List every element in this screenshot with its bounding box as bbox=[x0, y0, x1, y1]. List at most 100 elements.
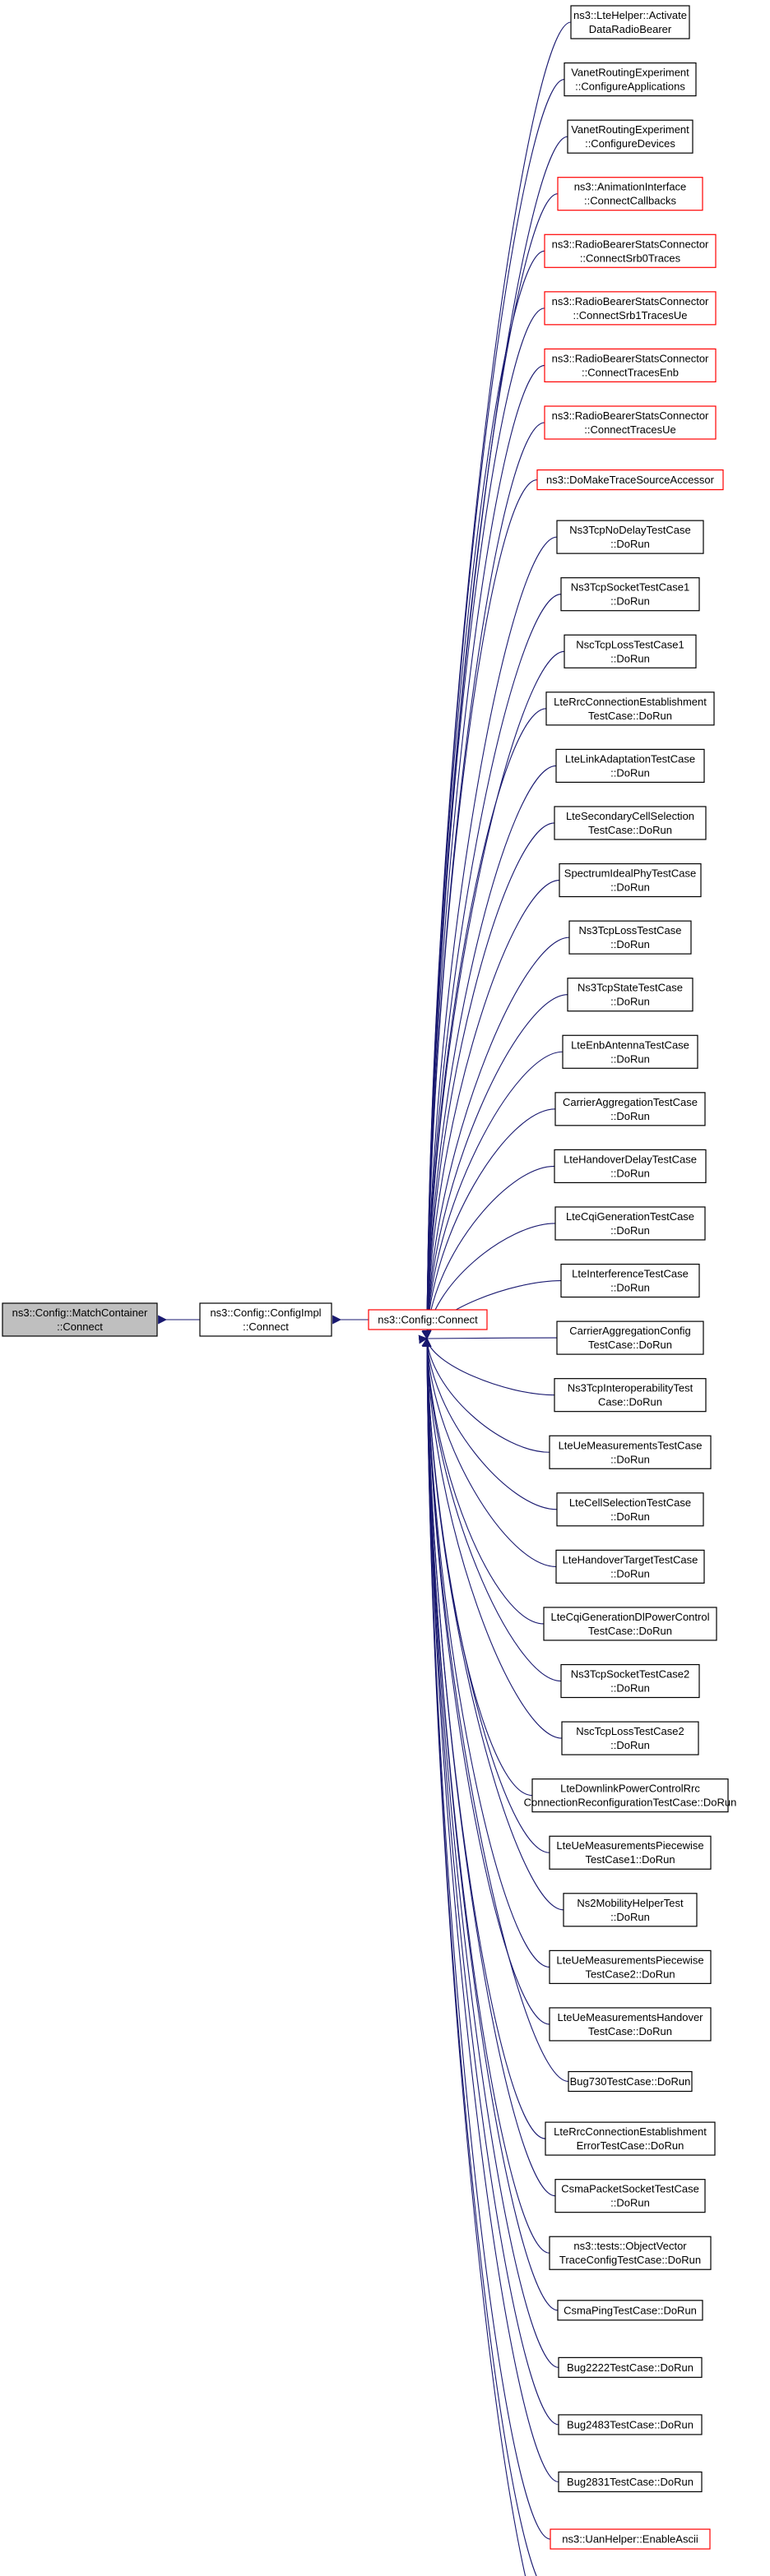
graph-node-c02[interactable]: VanetRoutingExperiment::ConfigureApplica… bbox=[564, 62, 697, 97]
node-label-line: TestCase::DoRun bbox=[588, 710, 672, 722]
node-label-line: SpectrumIdealPhyTestCase bbox=[564, 867, 696, 880]
graph-node-c35[interactable]: LteUeMeasurementsPiecewiseTestCase2::DoR… bbox=[549, 1949, 712, 1984]
node-label-line: LteLinkAdaptationTestCase bbox=[565, 752, 695, 765]
node-box bbox=[544, 405, 717, 440]
call-edge bbox=[422, 1330, 559, 2311]
node-box bbox=[549, 1949, 712, 1984]
graph-node-hub[interactable]: ns3::Config::Connect bbox=[368, 1309, 488, 1330]
call-edge bbox=[422, 1330, 556, 2197]
graph-node-c18[interactable]: Ns3TcpStateTestCase::DoRun bbox=[567, 978, 693, 1012]
graph-node-c42[interactable]: Bug2222TestCase::DoRun bbox=[558, 2356, 703, 2378]
node-box bbox=[558, 2414, 703, 2435]
graph-node-mid[interactable]: ns3::Config::ConfigImpl::Connect bbox=[199, 1302, 332, 1337]
graph-node-c38[interactable]: LteRrcConnectionEstablishmentErrorTestCa… bbox=[545, 2121, 716, 2156]
node-label-line: ::DoRun bbox=[610, 766, 650, 779]
graph-node-c19[interactable]: LteEnbAntennaTestCase::DoRun bbox=[562, 1034, 698, 1069]
graph-node-c43[interactable]: Bug2483TestCase::DoRun bbox=[558, 2414, 703, 2435]
call-edge bbox=[422, 822, 555, 1347]
node-label-line: ::DoRun bbox=[610, 881, 650, 894]
node-label-line: ::DoRun bbox=[610, 1682, 650, 1695]
node-label-line: CsmaPingTestCase::DoRun bbox=[564, 2304, 697, 2316]
graph-node-c12[interactable]: NscTcpLossTestCase1::DoRun bbox=[564, 634, 697, 668]
node-box bbox=[554, 1378, 707, 1413]
graph-node-c20[interactable]: CarrierAggregationTestCase::DoRun bbox=[554, 1092, 706, 1126]
node-box bbox=[545, 691, 715, 726]
node-label-line: ::DoRun bbox=[610, 595, 650, 608]
node-box bbox=[560, 1663, 700, 1699]
node-label-line: Bug730TestCase::DoRun bbox=[570, 2075, 691, 2088]
graph-node-c09[interactable]: ns3::DoMakeTraceSourceAccessor bbox=[536, 469, 724, 491]
graph-node-c06[interactable]: ns3::RadioBearerStatsConnector::ConnectS… bbox=[544, 291, 717, 326]
call-nodes: ns3::Config::MatchContainer::Connectns3:… bbox=[2, 5, 737, 2550]
graph-node-c41[interactable]: CsmaPingTestCase::DoRun bbox=[557, 2300, 703, 2321]
node-label-line: ConnectionReconfigurationTestCase::DoRun bbox=[524, 1797, 737, 1809]
node-box bbox=[549, 2236, 712, 2270]
call-edge bbox=[422, 1108, 556, 1348]
node-label-line: LteInterferenceTestCase bbox=[572, 1268, 689, 1280]
graph-node-c16[interactable]: SpectrumIdealPhyTestCase::DoRun bbox=[559, 863, 702, 898]
call-edge bbox=[422, 308, 545, 1347]
graph-node-c32[interactable]: LteDownlinkPowerControlRrcConnectionReco… bbox=[524, 1778, 737, 1813]
node-label-line: ::DoRun bbox=[610, 1282, 650, 1294]
node-box bbox=[556, 1492, 704, 1527]
graph-node-root[interactable]: ns3::Config::MatchContainer::Connect bbox=[2, 1302, 158, 1337]
graph-node-c45[interactable]: ns3::UanHelper::EnableAscii bbox=[550, 2528, 711, 2550]
graph-node-c03[interactable]: VanetRoutingExperiment::ConfigureDevices bbox=[567, 119, 693, 154]
graph-node-c34[interactable]: Ns2MobilityHelperTest::DoRun bbox=[563, 1893, 698, 1927]
node-label-line: DataRadioBearer bbox=[589, 23, 672, 35]
graph-node-c04[interactable]: ns3::AnimationInterface::ConnectCallback… bbox=[557, 177, 703, 211]
graph-node-c26[interactable]: LteUeMeasurementsTestCase::DoRun bbox=[549, 1435, 712, 1469]
graph-node-c23[interactable]: LteInterferenceTestCase::DoRun bbox=[560, 1263, 700, 1298]
graph-node-c29[interactable]: LteCqiGenerationDlPowerControlTestCase::… bbox=[543, 1607, 717, 1641]
graph-node-c05[interactable]: ns3::RadioBearerStatsConnector::ConnectS… bbox=[544, 234, 717, 268]
call-edge bbox=[422, 21, 572, 1347]
node-label-line: ::ConnectTracesUe bbox=[584, 423, 676, 436]
graph-node-c30[interactable]: Ns3TcpSocketTestCase2::DoRun bbox=[560, 1663, 700, 1699]
graph-node-c17[interactable]: Ns3TcpLossTestCase::DoRun bbox=[568, 920, 692, 955]
node-label-line: ns3::tests::ObjectVector bbox=[573, 2240, 687, 2252]
graph-node-c37[interactable]: Bug730TestCase::DoRun bbox=[568, 2070, 693, 2093]
node-label-line: ::ConnectCallbacks bbox=[584, 195, 676, 207]
graph-node-c39[interactable]: CsmaPacketSocketTestCase::DoRun bbox=[554, 2179, 706, 2213]
graph-node-c21[interactable]: LteHandoverDelayTestCase::DoRun bbox=[554, 1149, 707, 1184]
call-edge bbox=[422, 1330, 550, 1968]
graph-node-c40[interactable]: ns3::tests::ObjectVectorTraceConfigTestC… bbox=[549, 2236, 712, 2270]
graph-node-c44[interactable]: Bug2831TestCase::DoRun bbox=[558, 2471, 703, 2493]
node-label-line: TraceConfigTestCase::DoRun bbox=[559, 2254, 701, 2266]
node-label-line: ::ConfigureDevices bbox=[585, 137, 675, 150]
graph-node-c13[interactable]: LteRrcConnectionEstablishmentTestCase::D… bbox=[545, 691, 715, 726]
graph-node-c11[interactable]: Ns3TcpSocketTestCase1::DoRun bbox=[560, 577, 700, 612]
node-label-line: LteCellSelectionTestCase bbox=[569, 1496, 691, 1509]
graph-node-c14[interactable]: LteLinkAdaptationTestCase::DoRun bbox=[555, 748, 705, 784]
node-label-line: TestCase::DoRun bbox=[588, 824, 672, 836]
graph-node-c08[interactable]: ns3::RadioBearerStatsConnector::ConnectT… bbox=[544, 405, 717, 440]
graph-node-c22[interactable]: LteCqiGenerationTestCase::DoRun bbox=[554, 1206, 706, 1241]
graph-node-c28[interactable]: LteHandoverTargetTestCase::DoRun bbox=[555, 1549, 705, 1584]
call-edge bbox=[422, 594, 562, 1347]
graph-node-c31[interactable]: NscTcpLossTestCase2::DoRun bbox=[561, 1721, 699, 1755]
node-box bbox=[544, 348, 717, 383]
node-label-line: Ns3TcpSocketTestCase1 bbox=[571, 581, 690, 594]
node-label-line: LteUeMeasurementsHandover bbox=[557, 2011, 703, 2023]
graph-node-c27[interactable]: LteCellSelectionTestCase::DoRun bbox=[556, 1492, 704, 1527]
node-box bbox=[560, 1263, 700, 1298]
node-label-line: VanetRoutingExperiment bbox=[571, 123, 689, 136]
node-label-line: Ns3TcpInteroperabilityTest bbox=[568, 1382, 693, 1394]
graph-node-c07[interactable]: ns3::RadioBearerStatsConnector::ConnectT… bbox=[544, 348, 717, 383]
graph-node-c33[interactable]: LteUeMeasurementsPiecewiseTestCase1::DoR… bbox=[549, 1835, 712, 1870]
node-label-line: ns3::Config::Connect bbox=[378, 1314, 478, 1326]
node-label-line: LteUeMeasurementsPiecewise bbox=[556, 1839, 703, 1852]
call-edge bbox=[422, 880, 560, 1347]
node-label-line: LteSecondaryCellSelection bbox=[566, 810, 694, 822]
node-label-line: ns3::RadioBearerStatsConnector bbox=[552, 238, 709, 250]
node-box bbox=[568, 920, 692, 955]
call-edge bbox=[422, 1165, 555, 1348]
graph-node-c10[interactable]: Ns3TcpNoDelayTestCase::DoRun bbox=[556, 520, 704, 554]
node-box bbox=[549, 2007, 712, 2042]
